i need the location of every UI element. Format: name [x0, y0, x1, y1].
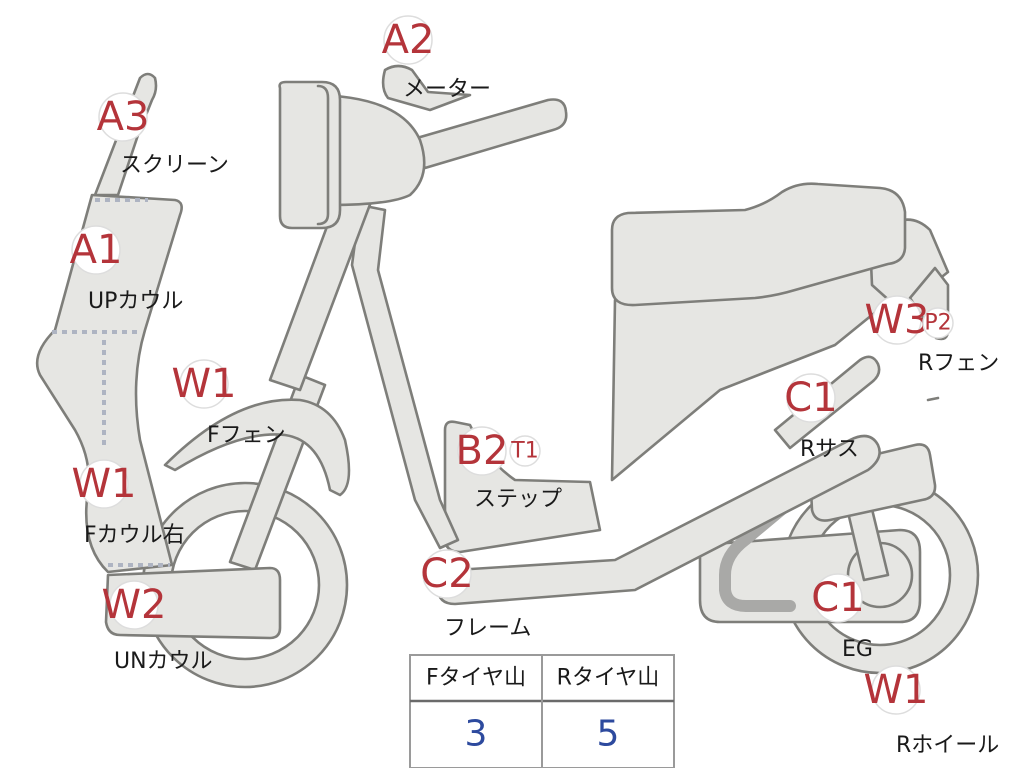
badge-a2: A2 [382, 15, 435, 65]
svg-text:B2: B2 [456, 428, 509, 474]
label-rear-wheel: Rホイール [896, 733, 999, 758]
svg-text:C1: C1 [784, 375, 837, 421]
tire-table-value-rear: 5 [597, 714, 620, 755]
scooter-illustration [35, 64, 980, 689]
label-rear-fender: Rフェン [918, 351, 999, 376]
badge-a1: A1 [70, 225, 123, 275]
label-rear-suspension: Rサス [800, 437, 859, 462]
svg-text:W1: W1 [172, 361, 237, 407]
label-step: ステップ [474, 487, 562, 512]
svg-text:A3: A3 [97, 94, 150, 140]
badge-c1-suspension: C1 [784, 373, 838, 423]
part-code-badges: A3 A1 A2 W1 W1 W2 B2 T1 [70, 15, 954, 715]
badge-w3: W3 [865, 295, 930, 345]
tire-table-header-front: Fタイヤ山 [426, 666, 526, 691]
svg-text:P2: P2 [924, 311, 951, 336]
label-front-fender: Fフェン [207, 423, 286, 448]
svg-text:A2: A2 [382, 17, 435, 63]
tire-table-header-rear: Rタイヤ山 [557, 666, 660, 691]
tire-table-value-front: 3 [465, 714, 488, 755]
badge-w1-front-cowl: W1 [72, 459, 137, 509]
svg-text:W2: W2 [102, 582, 167, 628]
label-frame: フレーム [444, 616, 531, 641]
badge-p2: P2 [922, 307, 954, 339]
label-meter: メーター [403, 77, 491, 102]
badge-w1-front-fender: W1 [172, 359, 237, 409]
headlight-lens [278, 80, 342, 230]
badge-t1: T1 [509, 435, 541, 467]
svg-text:T1: T1 [510, 439, 538, 464]
svg-text:A1: A1 [70, 227, 123, 273]
badge-b2: B2 [456, 426, 509, 476]
svg-text:C1: C1 [811, 575, 864, 621]
label-under-cowl: UNカウル [114, 649, 213, 674]
headlight-rim [316, 84, 330, 226]
badge-a3: A3 [97, 92, 150, 142]
svg-text:W1: W1 [864, 667, 929, 713]
part-labels: スクリーン UPカウル メーター Fフェン Fカウル右 UNカウル ステップ フ… [84, 77, 999, 758]
exhaust-pipe [719, 484, 811, 612]
label-engine: EG [842, 637, 873, 662]
seat [610, 182, 907, 307]
svg-text:W1: W1 [72, 461, 137, 507]
label-front-cowl-right: Fカウル右 [84, 523, 185, 548]
label-screen: スクリーン [120, 153, 229, 178]
badge-w1-rear-wheel: W1 [864, 665, 929, 715]
badge-w2: W2 [102, 580, 167, 630]
front-fender [163, 398, 351, 497]
down-tube [350, 203, 460, 550]
front-cowl [35, 193, 183, 574]
svg-text:W3: W3 [865, 297, 930, 343]
tire-tread-table: Fタイヤ山 Rタイヤ山 3 5 [409, 654, 675, 768]
meter [381, 64, 472, 112]
label-up-cowl: UPカウル [88, 289, 183, 314]
badge-c2: C2 [420, 549, 474, 599]
badge-c1-engine: C1 [811, 573, 865, 623]
svg-text:C2: C2 [420, 551, 473, 597]
rear-axle-bolt [926, 396, 940, 402]
handlebar [408, 98, 568, 170]
